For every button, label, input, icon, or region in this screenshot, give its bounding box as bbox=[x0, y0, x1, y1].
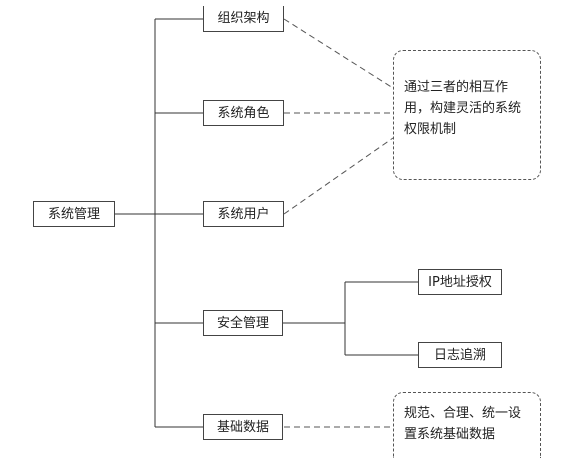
branch-node-security: 安全管理 bbox=[203, 310, 283, 336]
log-label: 日志追溯 bbox=[433, 347, 486, 363]
child-node-ip: IP地址授权 bbox=[418, 269, 502, 295]
root-node: 系统管理 bbox=[33, 201, 115, 227]
role-label: 系统角色 bbox=[217, 105, 270, 121]
branch-node-org: 组织架构 bbox=[203, 6, 284, 32]
branch-node-role: 系统角色 bbox=[203, 100, 284, 126]
note-line: 权限机制 bbox=[404, 122, 457, 137]
note-line: 通过三者的相互作 bbox=[404, 80, 509, 95]
basic-label: 基础数据 bbox=[216, 419, 269, 435]
note-line: 用，构建灵活的系统 bbox=[404, 101, 522, 116]
permission-note: 通过三者的相互作 用，构建灵活的系统 权限机制 bbox=[393, 50, 541, 180]
note-line: 置系统基础数据 bbox=[404, 427, 496, 442]
user-label: 系统用户 bbox=[217, 206, 270, 222]
note-line: 规范、合理、统一设 bbox=[404, 406, 522, 421]
basic-data-note: 规范、合理、统一设 置系统基础数据 bbox=[393, 392, 541, 458]
ip-label: IP地址授权 bbox=[428, 274, 492, 290]
branch-node-basic: 基础数据 bbox=[203, 414, 283, 440]
child-node-log: 日志追溯 bbox=[418, 342, 502, 368]
branch-node-user: 系统用户 bbox=[203, 201, 284, 227]
security-label: 安全管理 bbox=[216, 315, 269, 331]
root-label: 系统管理 bbox=[47, 206, 100, 222]
org-label: 组织架构 bbox=[217, 11, 270, 26]
